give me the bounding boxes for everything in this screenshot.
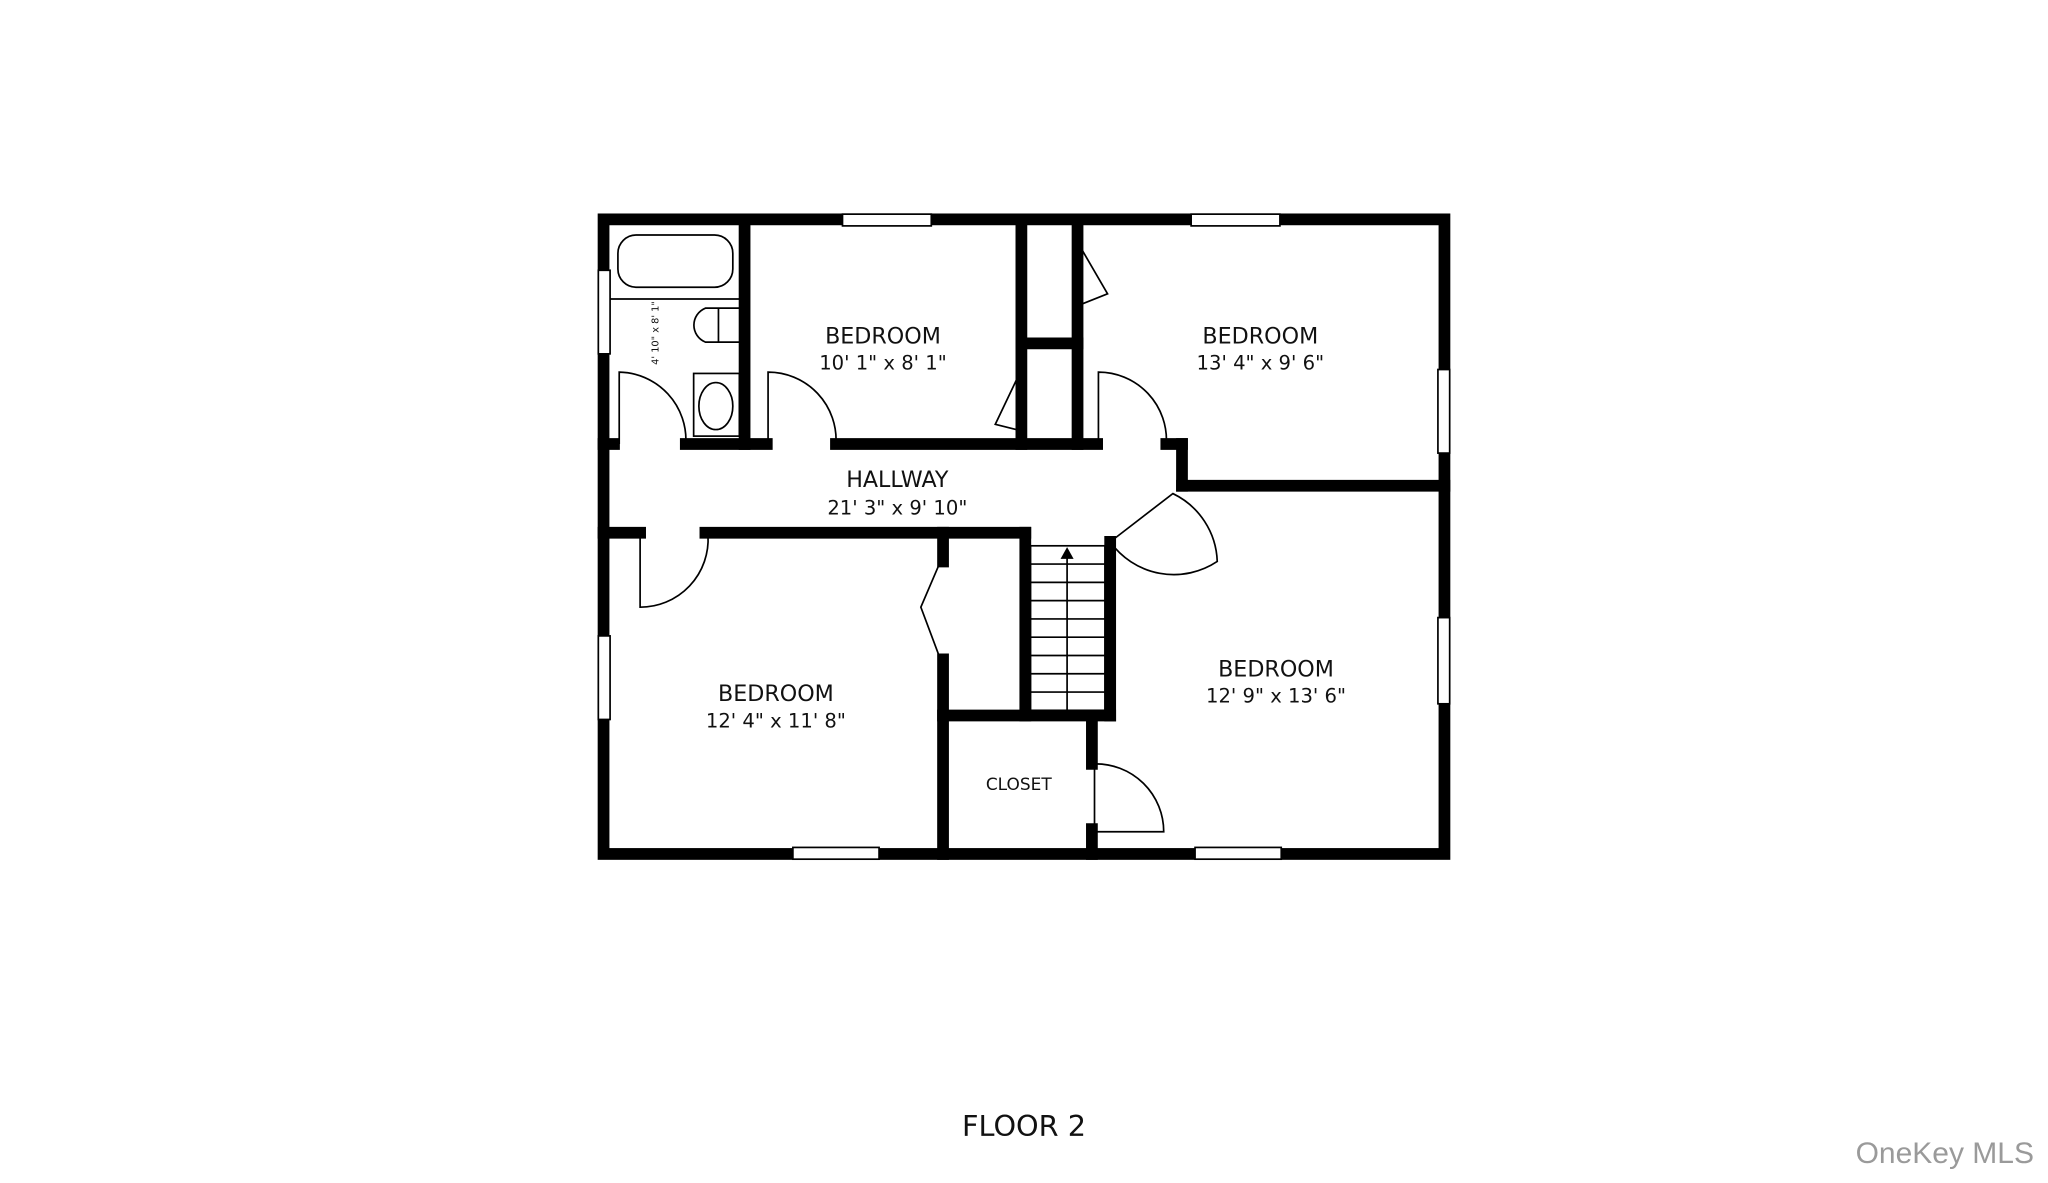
hallway-dims: 21' 3" x 9' 10" [827, 496, 967, 519]
bedroom-2-dims: 13' 4" x 9' 6" [1197, 352, 1325, 375]
bathroom-dims: 4' 10" x 8' 1" [650, 301, 661, 365]
floor-label: FLOOR 2 [962, 1109, 1086, 1143]
windows [597, 213, 1451, 861]
closet-label: CLOSET [986, 775, 1053, 795]
bedroom-4-label: BEDROOM [1218, 656, 1334, 682]
watermark: OneKey MLS [1855, 1137, 2034, 1170]
doors [618, 237, 1219, 833]
bedroom-3-label: BEDROOM [718, 681, 834, 707]
bedroom-3-dims: 12' 4" x 11' 8" [706, 709, 846, 732]
stairs [1029, 544, 1106, 712]
hallway-label: HALLWAY [846, 467, 949, 493]
bath-fixtures [610, 234, 741, 437]
bedroom-4-dims: 12' 9" x 13' 6" [1206, 684, 1346, 707]
walls [597, 213, 1451, 860]
bedroom-2-label: BEDROOM [1202, 323, 1318, 349]
bedroom-1-label: BEDROOM [825, 323, 941, 349]
bedroom-1-dims: 10' 1" x 8' 1" [819, 352, 947, 375]
